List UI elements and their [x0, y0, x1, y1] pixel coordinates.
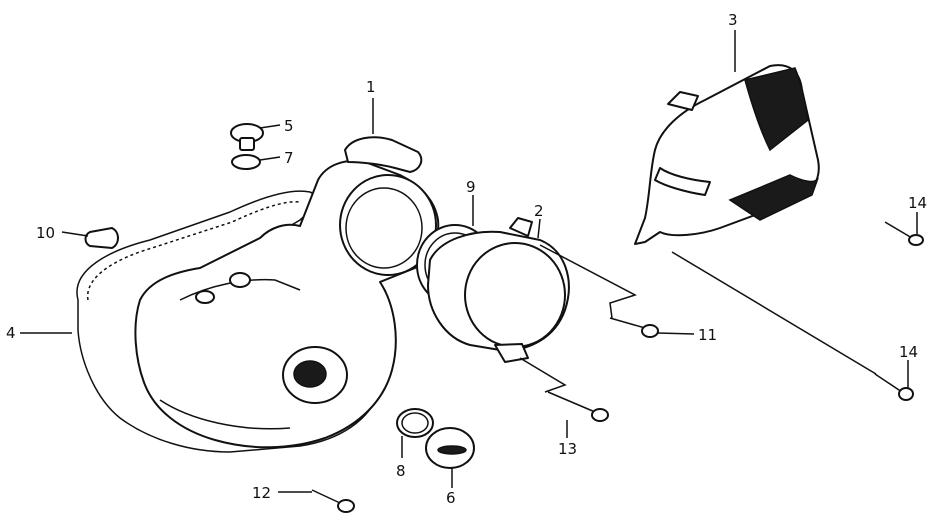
bolt-part-12-head: [337, 499, 355, 513]
washer-part-7: [231, 154, 261, 170]
bolt-part-14b-head: [898, 387, 914, 401]
bolt-part-14a-head: [908, 234, 924, 246]
callout-1: 1: [366, 78, 376, 96]
guide-line-13: [519, 357, 567, 393]
bolt-part-14a: [884, 221, 913, 239]
fan-shroud-part-1: [344, 136, 423, 173]
callout-14a: 14: [908, 194, 927, 212]
callout-9: 9: [466, 178, 476, 196]
callout-8: 8: [396, 462, 406, 480]
callout-12: 12: [252, 484, 271, 502]
cover-small-port: [229, 272, 251, 288]
upper-cover-mount: [667, 91, 699, 111]
cover-small-port-2: [195, 290, 215, 304]
end-cap-tab: [494, 343, 529, 363]
callout-10: 10: [36, 224, 55, 242]
leader-10: [61, 231, 89, 237]
leader-11: [657, 332, 695, 335]
bolt-part-11-head: [641, 324, 659, 338]
bolt-part-14b: [874, 373, 903, 393]
callout-11: 11: [698, 326, 717, 344]
callout-14b: 14: [899, 343, 918, 361]
cap-part-6-slot: [437, 445, 467, 455]
upper-cover-slot: [654, 167, 711, 196]
callout-4: 4: [6, 324, 16, 342]
bolt-part-12: [311, 489, 341, 504]
bolt-part-13: [547, 391, 596, 413]
end-cap-top-tab: [509, 217, 533, 237]
callout-13: 13: [558, 440, 577, 458]
guide-line-11: [539, 244, 637, 319]
bolt-part-11: [609, 317, 646, 329]
plug-part-5-stem: [239, 137, 255, 151]
callout-5: 5: [284, 117, 294, 135]
o-ring-part-8-inner: [401, 412, 429, 434]
shroud-opening-inner: [345, 187, 423, 269]
upper-cover-dark-lower: [728, 174, 819, 221]
cover-boss-hole: [293, 360, 327, 388]
guide-line-14: [671, 251, 877, 375]
callout-6: 6: [446, 489, 456, 507]
callout-3: 3: [728, 11, 738, 29]
leader-7: [259, 156, 281, 161]
callout-7: 7: [284, 149, 294, 167]
leader-5: [259, 124, 281, 129]
bolt-part-13-head: [591, 408, 609, 422]
leader-2: [537, 218, 541, 239]
cylinder-part-10: [84, 227, 119, 249]
upper-cover-dark-side: [744, 67, 809, 152]
end-cap-face: [464, 242, 566, 348]
cover-lower-edge: [159, 399, 291, 430]
callout-2: 2: [534, 202, 544, 220]
